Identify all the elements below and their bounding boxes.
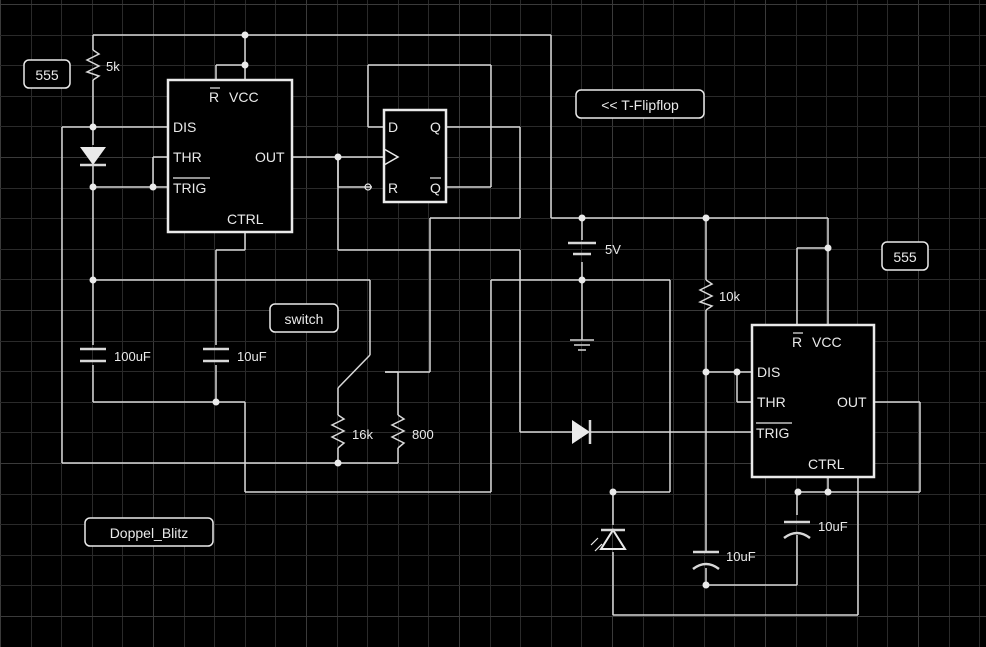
timer2-ctrl-pin: CTRL <box>808 456 845 472</box>
battery-5v[interactable]: 5V <box>568 241 621 257</box>
tag-switch[interactable]: switch <box>269 303 339 333</box>
capacitor-100uf[interactable]: 100uF <box>80 347 151 364</box>
timer-555-left[interactable]: R VCC DIS THR TRIG OUT CTRL <box>166 78 294 234</box>
timer2-vcc-pin: VCC <box>812 334 842 350</box>
resistor-16k[interactable]: 16k <box>330 414 373 449</box>
resistor-5k[interactable]: 5k <box>85 49 120 81</box>
tag-project-text: Doppel_Blitz <box>110 525 189 541</box>
diode-center[interactable] <box>572 420 592 444</box>
timer2-reset-pin: R <box>792 334 802 350</box>
tag-555-right-text: 555 <box>893 249 917 265</box>
resistor-10k[interactable]: 10k <box>698 279 740 311</box>
capacitor-10uf-right-label: 10uF <box>818 519 848 534</box>
timer1-dis-pin: DIS <box>173 119 196 135</box>
capacitor-100uf-label: 100uF <box>114 349 151 364</box>
timer1-out-pin: OUT <box>255 149 285 165</box>
resistor-5k-label: 5k <box>106 59 120 74</box>
ff-qbar-pin: Q <box>430 180 441 196</box>
ff-d-pin: D <box>388 119 398 135</box>
timer1-thr-pin: THR <box>173 149 202 165</box>
tag-555-left[interactable]: 555 <box>23 59 71 89</box>
wires <box>61 34 921 616</box>
tag-tflipflop[interactable]: << T-Flipflop <box>575 89 705 119</box>
ground-symbol <box>570 339 594 351</box>
tag-555-right[interactable]: 555 <box>881 241 929 271</box>
tag-tflipflop-text: << T-Flipflop <box>601 97 679 113</box>
resistor-10k-label: 10k <box>719 289 740 304</box>
d-flipflop[interactable]: D Q R Q <box>364 108 448 204</box>
capacitor-10uf-left[interactable]: 10uF <box>203 347 267 364</box>
capacitor-10uf-bottom-label: 10uF <box>726 549 756 564</box>
battery-label: 5V <box>605 242 621 257</box>
switch[interactable] <box>337 340 399 395</box>
tag-555-left-text: 555 <box>35 67 59 83</box>
capacitor-10uf-right[interactable]: 10uF <box>783 519 848 540</box>
diode-left[interactable] <box>80 147 106 167</box>
timer1-ctrl-pin: CTRL <box>227 211 264 227</box>
timer2-dis-pin: DIS <box>757 364 780 380</box>
ff-r-pin: R <box>388 180 398 196</box>
tag-project[interactable]: Doppel_Blitz <box>84 517 214 547</box>
timer1-vcc-pin: VCC <box>229 89 259 105</box>
resistor-800-label: 800 <box>412 427 434 442</box>
resistor-16k-label: 16k <box>352 427 373 442</box>
capacitor-10uf-left-label: 10uF <box>237 349 267 364</box>
timer-555-right[interactable]: R VCC DIS THR TRIG OUT CTRL <box>750 323 876 479</box>
ff-q-pin: Q <box>430 119 441 135</box>
tag-switch-text: switch <box>285 311 324 327</box>
timer2-thr-pin: THR <box>757 394 786 410</box>
timer2-trig-pin: TRIG <box>756 425 789 441</box>
timer2-out-pin: OUT <box>837 394 867 410</box>
timer1-trig-pin: TRIG <box>173 180 206 196</box>
resistor-800[interactable]: 800 <box>390 414 434 449</box>
timer1-reset-pin: R <box>209 89 219 105</box>
capacitor-10uf-bottom[interactable]: 10uF <box>692 545 756 571</box>
led-diode[interactable] <box>590 528 627 552</box>
junction-dots <box>89 31 832 589</box>
